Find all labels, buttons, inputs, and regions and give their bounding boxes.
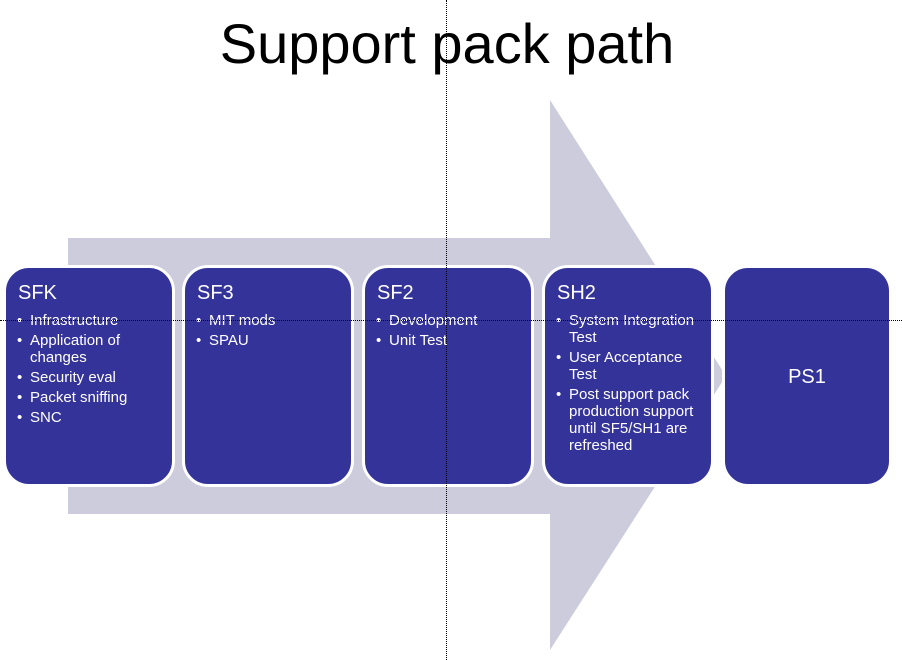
stage-title: SF3: [197, 282, 234, 304]
list-item: •Security eval: [17, 369, 116, 386]
stage-items: •Development •Unit Test: [375, 312, 477, 352]
list-item: •Application of changes: [17, 332, 121, 366]
list-item: •SNC: [17, 409, 62, 426]
stage-box-sf3[interactable]: SF3 •MIT mods •SPAU: [182, 265, 354, 487]
horizontal-guide-line[interactable]: [0, 320, 902, 321]
list-item: •SPAU: [196, 332, 249, 349]
list-item: •Packet sniffing: [17, 389, 128, 406]
stage-title: SFK: [18, 282, 57, 304]
stage-items: •MIT mods •SPAU: [195, 312, 275, 352]
stage-box-sfk[interactable]: SFK •Infrastructure •Application of chan…: [3, 265, 175, 487]
stage-title: PS1: [788, 366, 826, 388]
list-item: •Unit Test: [376, 332, 448, 349]
list-item: •Post support pack production support un…: [556, 386, 694, 454]
stage-box-sh2[interactable]: SH2 •System Integration Test •User Accep…: [542, 265, 714, 487]
stage-box-ps1[interactable]: PS1: [722, 265, 892, 487]
list-item: •User Acceptance Test: [556, 349, 683, 383]
stage-items: •System Integration Test •User Acceptanc…: [555, 312, 695, 457]
stage-items: •Infrastructure •Application of changes …: [16, 312, 172, 429]
stage-box-sf2[interactable]: SF2 •Development •Unit Test: [362, 265, 534, 487]
stage-title: SH2: [557, 282, 596, 304]
stage-title: SF2: [377, 282, 414, 304]
vertical-guide-line[interactable]: [446, 0, 447, 660]
list-item: •System Integration Test: [556, 312, 695, 346]
